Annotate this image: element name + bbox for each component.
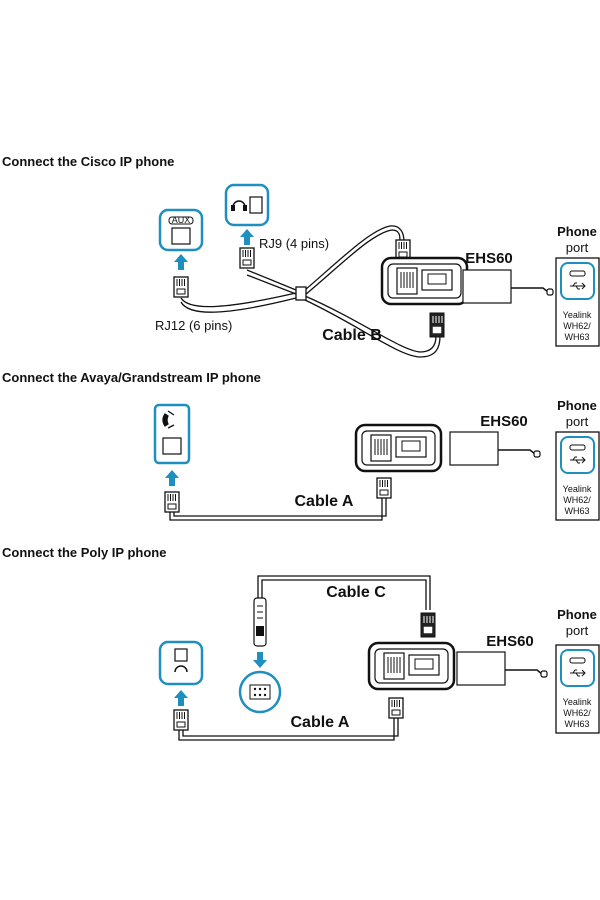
ehs60-label: EHS60 <box>480 413 528 430</box>
device-line-2: WH62/ <box>563 708 591 718</box>
rj-plug-icon <box>164 491 180 513</box>
phone-port-title: Phone <box>557 607 597 622</box>
cisco-section-title: Connect the Cisco IP phone <box>2 154 175 169</box>
qd-connector <box>253 597 267 647</box>
device-line-2: WH62/ <box>563 321 591 331</box>
qd-port-icon <box>238 670 282 714</box>
cable-a <box>178 718 399 741</box>
up-arrow-icon <box>174 254 188 270</box>
ehs60-label: EHS60 <box>486 633 534 650</box>
poly-section-title: Connect the Poly IP phone <box>2 545 167 560</box>
device-line-3: WH63 <box>564 506 589 516</box>
phone-port-sub: port <box>566 240 589 255</box>
up-arrow-icon <box>240 229 254 245</box>
ehs60-base <box>380 256 469 306</box>
aux-port-icon: AUX <box>158 208 204 252</box>
headset-port-icon <box>158 640 204 686</box>
up-arrow-icon <box>165 470 179 486</box>
phone-port-title: Phone <box>557 224 597 239</box>
cable-a-label: Cable A <box>295 493 354 510</box>
cable-c <box>257 575 431 610</box>
down-arrow-icon <box>253 652 267 668</box>
phone-port-sub: port <box>566 623 589 638</box>
phone-port-sub: port <box>566 414 589 429</box>
cable-a <box>169 498 387 521</box>
handset-port-icon <box>153 403 191 465</box>
device-line-1: Yealink <box>563 310 592 320</box>
rj-plug-icon <box>173 709 189 731</box>
rj9-plug <box>239 247 255 269</box>
ehs60-base <box>354 423 443 473</box>
headset-port-icon <box>224 183 270 227</box>
device-line-3: WH63 <box>564 719 589 729</box>
aux-label: AUX <box>172 215 191 225</box>
rj-plug-icon <box>429 312 445 338</box>
ehs60-base <box>367 641 456 691</box>
up-arrow-icon <box>174 690 188 706</box>
cable-a-label: Cable A <box>291 714 350 731</box>
rj12-plug <box>173 276 189 298</box>
device-line-1: Yealink <box>563 484 592 494</box>
cable-b-label: Cable B <box>322 327 382 344</box>
device-line-2: WH62/ <box>563 495 591 505</box>
avaya-section-title: Connect the Avaya/Grandstream IP phone <box>2 370 261 385</box>
ehs60-adapter <box>456 651 548 686</box>
ehs60-label: EHS60 <box>465 250 513 267</box>
rj12-label: RJ12 (6 pins) <box>155 318 232 333</box>
device-line-3: WH63 <box>564 332 589 342</box>
cable-c-label: Cable C <box>326 584 386 601</box>
ehs60-adapter <box>462 269 554 304</box>
rj-plug-icon <box>388 697 404 719</box>
device-line-1: Yealink <box>563 697 592 707</box>
rj9-label: RJ9 (4 pins) <box>259 236 329 251</box>
cable-b <box>180 225 441 358</box>
rj-plug-icon <box>376 477 392 499</box>
ehs60-adapter <box>449 431 541 466</box>
phone-port-title: Phone <box>557 398 597 413</box>
rj-plug-icon <box>420 612 436 638</box>
